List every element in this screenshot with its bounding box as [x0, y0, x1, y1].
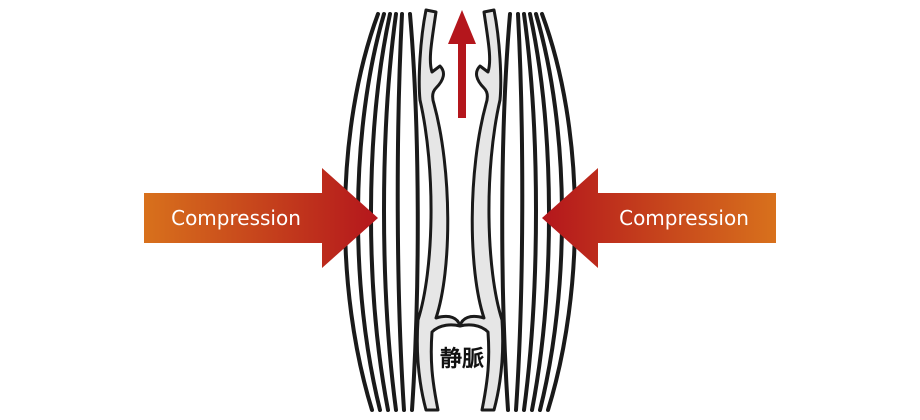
vein-label: 静脈: [440, 346, 484, 372]
right-compression-arrow: Compression: [542, 168, 776, 268]
left-vein-wall: [415, 8, 462, 412]
blood-flow-arrow: [448, 10, 476, 118]
left-compression-label: Compression: [171, 206, 301, 230]
left-muscle: [342, 12, 420, 412]
left-compression-arrow: Compression: [144, 168, 378, 268]
right-vein-wall: [458, 8, 505, 412]
right-compression-label: Compression: [619, 206, 749, 230]
